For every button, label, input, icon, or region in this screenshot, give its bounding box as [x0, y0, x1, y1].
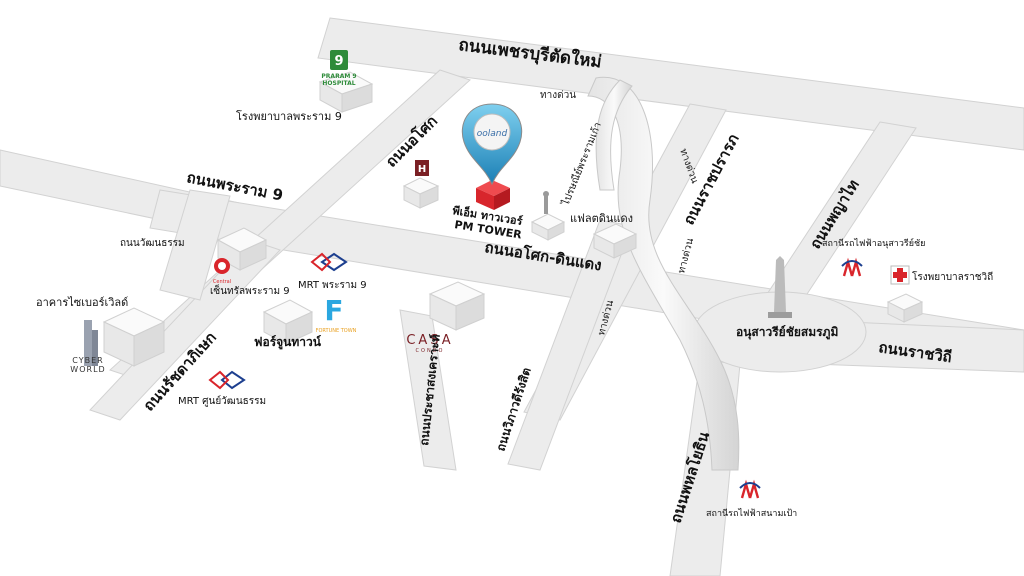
casa-logo: CASA CONDO	[406, 333, 453, 354]
label-central-rama9: เซ็นทรัลพระราม 9	[210, 283, 290, 297]
building-central	[216, 227, 268, 271]
mrt-logo-icon-2	[208, 370, 246, 390]
mrt-logo-icon	[310, 252, 348, 272]
building-flat-dindaeng	[592, 223, 638, 259]
svg-text:9: 9	[334, 54, 343, 69]
label-rajavithi-hospital: โรงพยาบาลราชวิถี	[912, 270, 993, 283]
cyber-logo-1: CYBER	[72, 356, 103, 365]
label-praram9-hospital: โรงพยาบาลพระราม 9	[236, 109, 342, 123]
building-cyber-world	[102, 307, 166, 367]
label-mrt-cultural: MRT ศูนย์วัฒนธรรม	[178, 395, 266, 407]
label-bts-sanam-pao: สถานีรถไฟฟ้าสนามเป้า	[706, 508, 797, 519]
label-bts-victory: สถานีรถไฟฟ้าอนุสาวรีย์ชัย	[822, 237, 925, 249]
hospital-logo-praram9: 9 PRARAM 9 HOSPITAL	[321, 50, 357, 87]
cyber-logo-2: WORLD	[70, 365, 105, 374]
praram9-logo-bottom: HOSPITAL	[322, 80, 355, 87]
building-hi-residence	[402, 177, 440, 209]
road-wattanatham	[159, 189, 231, 301]
building-rajavithi-hospital	[886, 293, 924, 323]
building-casa	[428, 281, 486, 331]
casa-logo-text: CASA	[406, 333, 453, 348]
cyber-world-tower	[84, 320, 98, 366]
bts-logo-icon	[841, 257, 863, 277]
statue-icon	[543, 191, 549, 214]
hospital-cross-icon	[890, 265, 910, 285]
label-expressway-1: ทางด่วน	[540, 90, 576, 101]
pm-tower-building	[476, 180, 510, 210]
cyber-world-logo: CYBER WORLD	[70, 356, 105, 374]
expressway-branch	[595, 79, 633, 191]
expressway	[587, 76, 740, 471]
central-logo-icon: Central	[213, 258, 231, 285]
label-mrt-rama9: MRT พระราม 9	[298, 280, 367, 291]
road-petchaburi	[317, 17, 1024, 151]
pin-logo-text: ooland	[477, 129, 508, 139]
praram9-logo-top: PRARAM 9	[321, 73, 356, 80]
building-post-office	[530, 213, 566, 241]
label-fortune-town: ฟอร์จูนทาวน์	[254, 335, 322, 350]
fortune-town-logo-icon: F FORTUNE TOWN	[316, 294, 357, 334]
roads-layer	[0, 17, 1024, 576]
svg-text:F: F	[324, 294, 343, 327]
hi-residence-icon: H	[415, 160, 429, 176]
building-praram9-hospital	[318, 71, 374, 113]
label-victory-monument: อนุสาวรีย์ชัยสมรภูมิ	[736, 325, 838, 340]
building-fortune-town	[262, 299, 314, 345]
label-flat-dindaeng: แฟลตดินแดง	[570, 212, 633, 225]
road-pracha-songkhro	[399, 309, 457, 471]
label-wattanatham: ถนนวัฒนธรรม	[120, 238, 185, 249]
label-cyber-world: อาคารไซเบอร์เวิลด์	[36, 296, 128, 309]
svg-text:H: H	[418, 164, 426, 175]
bts-logo-icon-2	[739, 479, 761, 499]
buildings-layer	[84, 71, 924, 367]
map-pin-icon[interactable]: ooland	[461, 103, 523, 186]
casa-sub-text: CONDO	[416, 348, 445, 354]
road-vibhavadi	[507, 219, 633, 471]
fortune-logo-text: FORTUNE TOWN	[316, 328, 357, 334]
monument-icon	[768, 256, 792, 318]
central-logo-text: Central	[213, 279, 231, 285]
label-expressway-2: ทางด่วน	[676, 237, 696, 275]
